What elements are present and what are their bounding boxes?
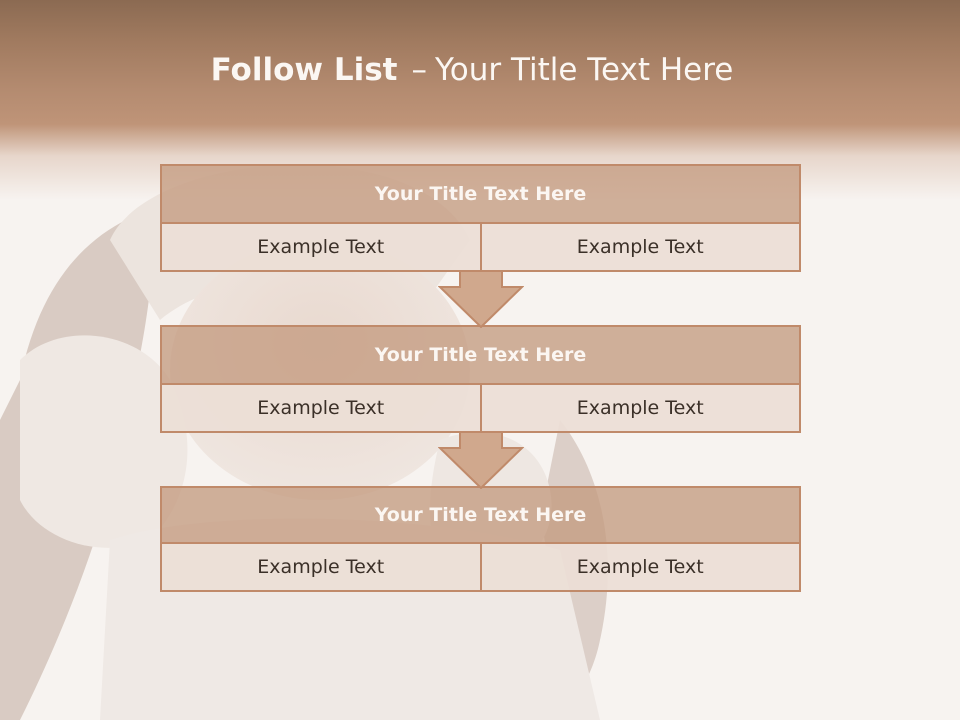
flow-block-2: Your Title Text Here Example Text Exampl… [160,325,801,433]
title-dash: – [411,52,427,88]
down-arrow-icon [438,270,524,328]
flow-block-title: Your Title Text Here [160,164,801,222]
flow-cell-left: Example Text [162,224,480,270]
flow-row: Example Text Example Text [160,383,801,433]
flow-cell-right: Example Text [479,544,799,590]
flow-cell-right: Example Text [479,224,799,270]
flow-block-3: Your Title Text Here Example Text Exampl… [160,486,801,592]
flow-row: Example Text Example Text [160,222,801,272]
down-arrow-icon [438,431,524,489]
title-rest: Your Title Text Here [434,52,734,88]
flow-block-title: Your Title Text Here [160,325,801,383]
flow-cell-left: Example Text [162,544,480,590]
flow-cell-right: Example Text [479,385,799,431]
flow-row: Example Text Example Text [160,542,801,592]
title-bold: Follow List [210,52,398,88]
slide-title: Follow List–Your Title Text Here [0,52,944,88]
flow-block-1: Your Title Text Here Example Text Exampl… [160,164,801,272]
flow-cell-left: Example Text [162,385,480,431]
flow-block-title: Your Title Text Here [160,486,801,542]
